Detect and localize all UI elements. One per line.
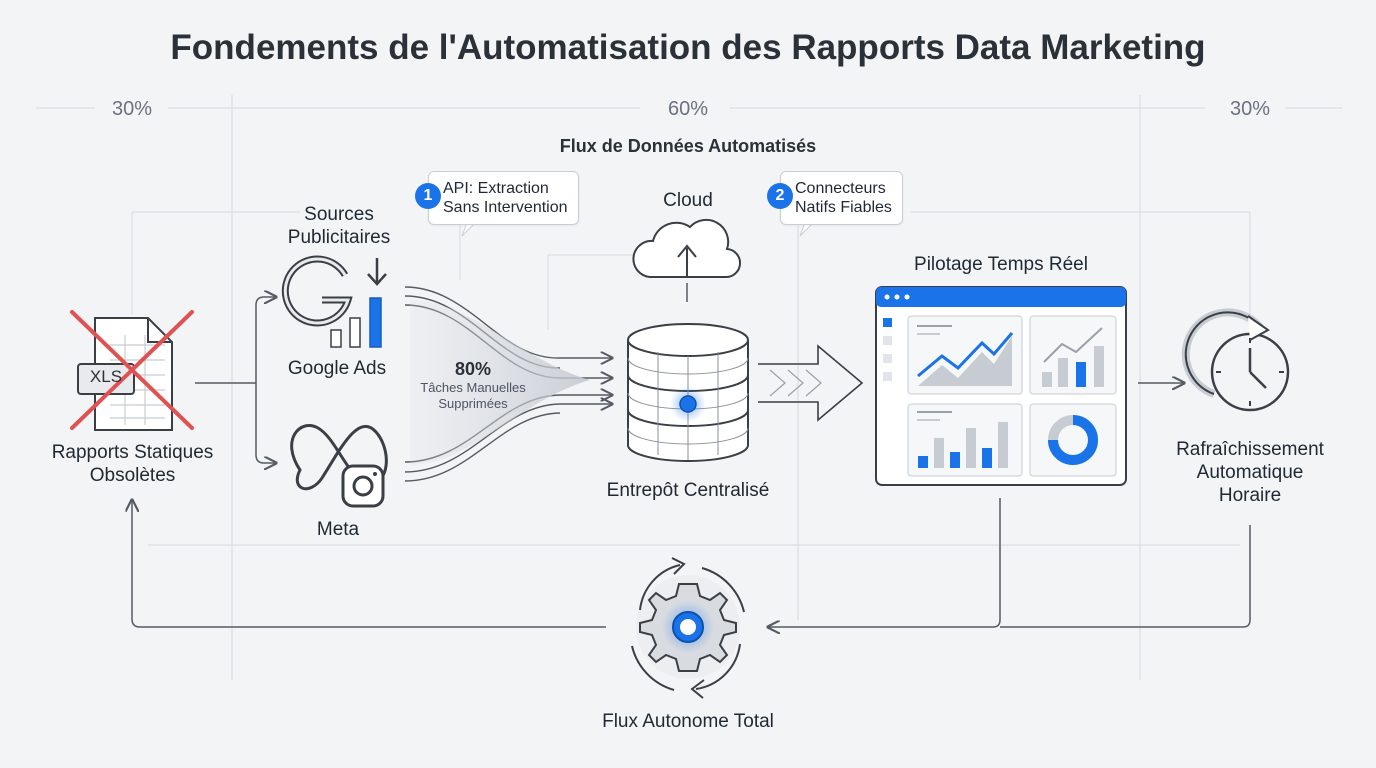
warehouse-label: Entrepôt Centralisé <box>606 480 770 501</box>
bubble-2-line1: Connecteurs <box>795 180 886 197</box>
dashboard-label: Pilotage Temps Réel <box>914 254 1088 275</box>
ad-sources-label: Sources Publicitaires <box>287 204 391 248</box>
instagram-icon <box>341 464 385 508</box>
bubble-1-line1: API: Extraction <box>443 180 549 197</box>
bubble-api-extraction: API: Extraction Sans Intervention <box>428 171 579 225</box>
autonomous-flow-label: Flux Autonome Total <box>602 711 774 732</box>
page-title: Fondements de l'Automatisation des Rappo… <box>170 28 1206 67</box>
stat-value: 80% <box>454 359 492 379</box>
percentage-center: 60% <box>667 98 709 120</box>
stat-description: Tâches Manuelles Supprimées <box>420 380 526 411</box>
xls-file-label: XLS <box>89 367 123 386</box>
meta-label: Meta <box>316 519 360 540</box>
meta-icon <box>290 424 388 491</box>
bubble-native-connectors: Connecteurs Natifs Fiables <box>780 171 903 225</box>
percentage-left: 30% <box>111 98 153 120</box>
database-icon <box>627 323 749 462</box>
google-ads-icon <box>281 255 387 348</box>
funnel-shade <box>410 300 590 465</box>
refresh-label: Rafraîchissement Automatique Horaire <box>1176 439 1324 506</box>
gear-cycle-icon <box>631 557 745 699</box>
step-badge-2: 2 <box>767 183 793 209</box>
cloud-upload-icon <box>632 218 742 302</box>
stopwatch-refresh-icon <box>1181 308 1290 412</box>
excel-file-icon <box>70 310 194 431</box>
left-connectors <box>195 297 276 463</box>
bubble-2-line2: Natifs Fiables <box>795 199 892 216</box>
guide-lines <box>36 95 1342 680</box>
percentage-right: 30% <box>1229 98 1271 120</box>
step-badge-1: 1 <box>415 183 441 209</box>
static-reports-label: Rapports Statiques Obsolètes <box>51 442 214 486</box>
bottom-loop-lines <box>132 498 1251 627</box>
dashboard-icon <box>875 286 1127 486</box>
bubble-1-line2: Sans Intervention <box>443 199 568 216</box>
section-title: Flux de Données Automatisés <box>559 136 817 156</box>
warehouse-to-dashboard-arrow <box>758 344 864 422</box>
cloud-label: Cloud <box>663 190 713 211</box>
google-ads-label: Google Ads <box>287 358 387 379</box>
